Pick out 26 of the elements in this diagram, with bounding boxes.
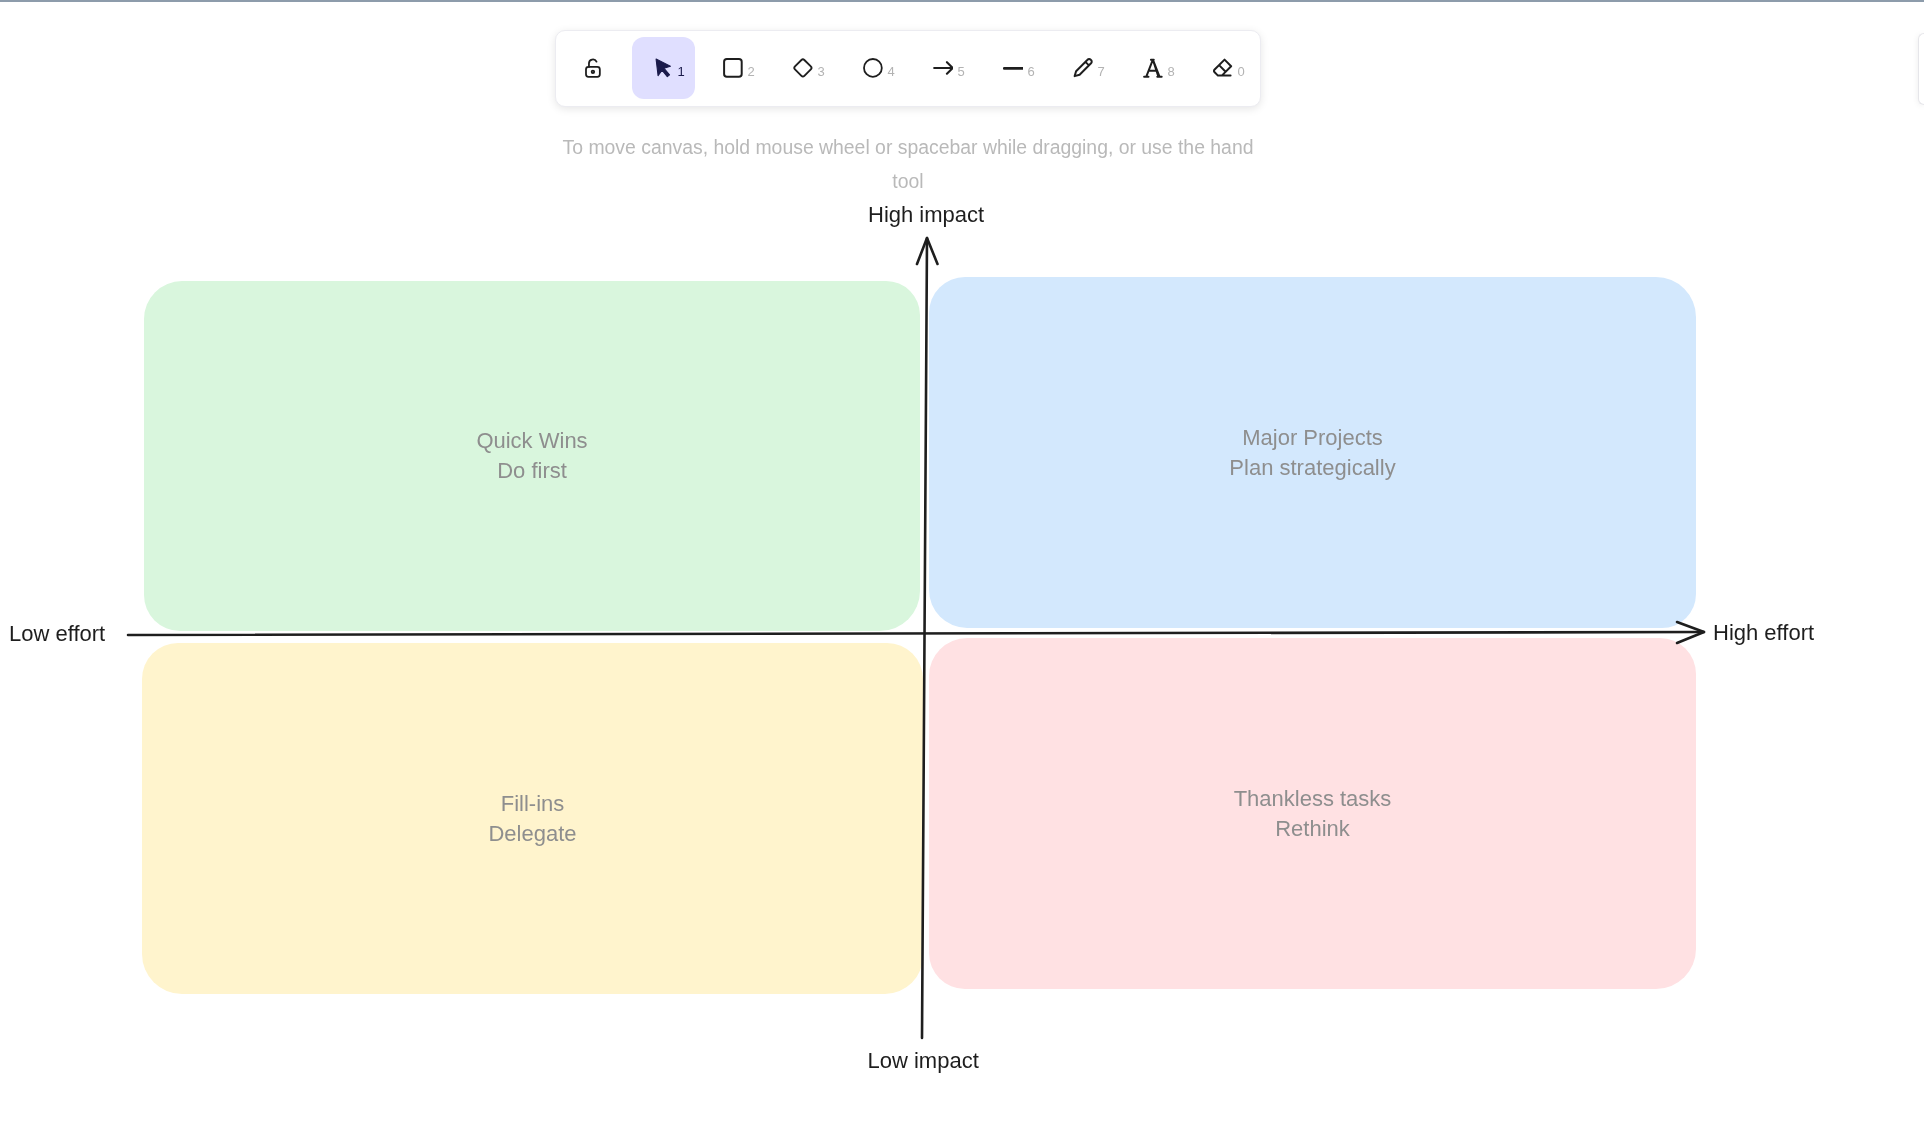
quadrant-title: Fill-ins — [500, 789, 565, 818]
diamond-tool-button: 3 — [771, 37, 835, 99]
quadrant-box — [144, 281, 920, 631]
rectangle-tool-button: 2 — [701, 37, 765, 99]
hint-text: To move canvas, hold mouse wheel or spacebar while dragging, or use the hand tool — [561, 135, 1255, 194]
draw-tool-button: 7 — [1051, 37, 1115, 99]
axis-label: Low effort — [9, 621, 106, 647]
quadrant-subtitle: Delegate — [488, 819, 577, 848]
selection-tool-button: 1 — [631, 37, 695, 99]
quadrant-subtitle: Plan strategically — [1229, 453, 1396, 482]
quadrant-box — [142, 643, 923, 994]
arrow-tool-button: 5 — [911, 37, 975, 99]
quadrant-box — [929, 638, 1696, 989]
axis-label: High impact — [868, 202, 985, 228]
axis-label: Low impact — [867, 1048, 979, 1074]
ellipse-tool-button: 4 — [841, 37, 905, 99]
eraser-tool-button: 0 — [1191, 37, 1255, 99]
line-tool-button: 6 — [981, 37, 1045, 99]
quadrant-title: Major Projects — [1242, 423, 1383, 452]
text-tool-button: 8 — [1121, 37, 1185, 99]
quadrant-box — [929, 277, 1696, 628]
quadrant-subtitle: Do first — [497, 457, 567, 485]
quadrant-subtitle: Rethink — [1275, 814, 1350, 843]
quadrant-title: Thankless tasks — [1233, 784, 1392, 813]
quadrant-title: Quick Wins — [476, 427, 588, 455]
axis-label: High effort — [1713, 620, 1815, 646]
